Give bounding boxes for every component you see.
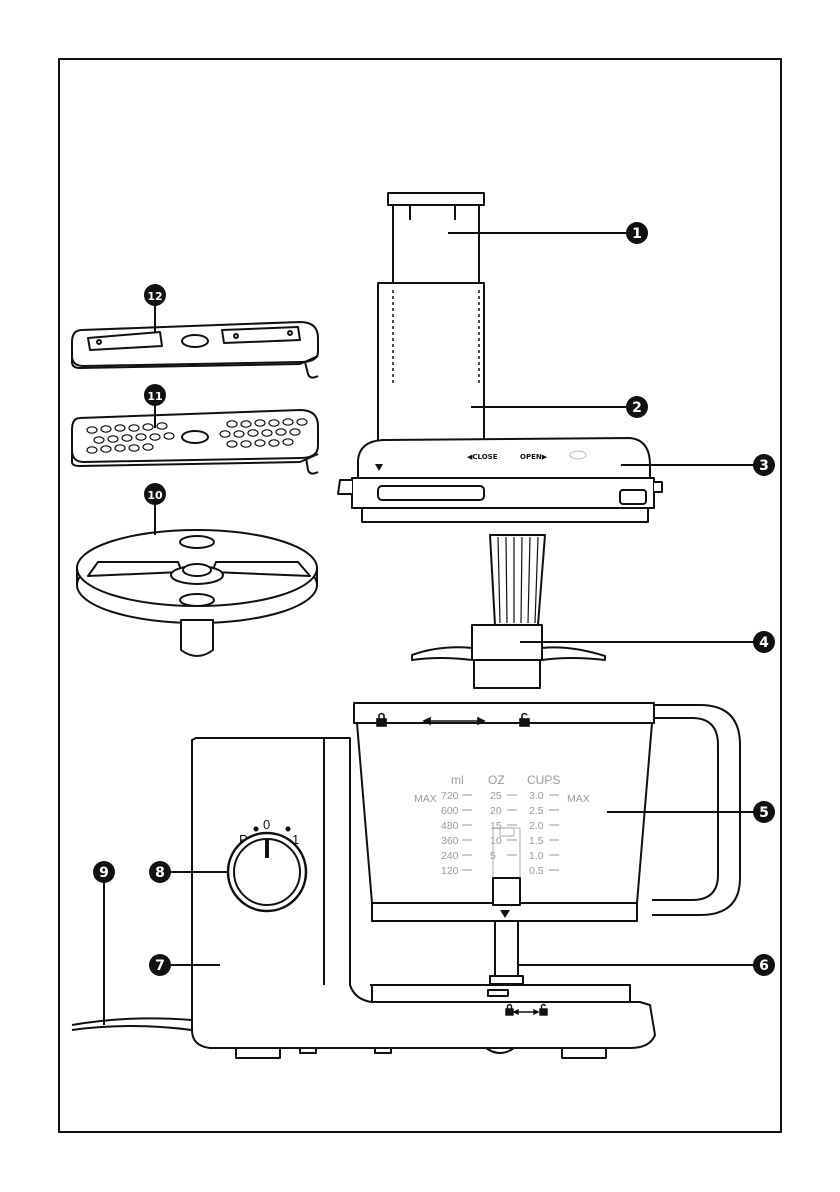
callout-9: 9 <box>93 861 115 883</box>
scale-oz-0: 25 <box>490 790 502 802</box>
callout-10: 10 <box>144 483 166 505</box>
scale-oz-4: 5 <box>490 850 496 862</box>
svg-text:5: 5 <box>759 805 769 821</box>
chopping-blade <box>412 535 605 688</box>
scale-oz-3: 10 <box>490 835 502 847</box>
scale-header-ml: ml <box>451 773 464 787</box>
callout-6: 6 <box>753 954 775 976</box>
lid-open-label: OPEN▶ <box>520 453 548 461</box>
svg-text:7: 7 <box>155 958 165 974</box>
scale-cups-4: 1.0 <box>529 850 544 862</box>
callout-4: 4 <box>753 631 775 653</box>
callout-11: 11 <box>144 384 166 406</box>
scale-oz-1: 20 <box>490 805 502 817</box>
scale-ml-3: 360 <box>441 835 459 847</box>
svg-text:1: 1 <box>632 226 642 242</box>
callout-12: 12 <box>144 284 166 306</box>
scale-max-left: MAX <box>414 793 437 805</box>
slicing-insert <box>72 322 318 378</box>
slicing-disc <box>77 530 317 656</box>
scale-cups-0: 3.0 <box>529 790 544 802</box>
scale-ml-4: 240 <box>441 850 459 862</box>
callout-8: 8 <box>149 861 171 883</box>
spindle <box>490 878 523 984</box>
svg-text:10: 10 <box>147 489 163 502</box>
lid-close-label: ◀CLOSE <box>467 453 498 461</box>
callout-5: 5 <box>753 801 775 823</box>
scale-header-oz: OZ <box>488 773 505 787</box>
scale-cups-3: 1.5 <box>529 835 544 847</box>
svg-text:3: 3 <box>759 458 769 474</box>
scale-max-right: MAX <box>567 793 590 805</box>
callout-3: 3 <box>753 454 775 476</box>
scale-cups-1: 2.5 <box>529 805 544 817</box>
scale-ml-0: 720 <box>441 790 459 802</box>
lid <box>338 438 662 522</box>
scale-oz-2: 15 <box>490 820 502 832</box>
svg-text:8: 8 <box>155 865 165 881</box>
power-cord <box>72 1018 192 1030</box>
svg-text:9: 9 <box>99 865 109 881</box>
feed-tube <box>378 283 484 448</box>
scale-ml-5: 120 <box>441 865 459 877</box>
scale-ml-2: 480 <box>441 820 459 832</box>
svg-text:2: 2 <box>632 400 642 416</box>
callout-1: 1 <box>626 222 648 244</box>
svg-text:4: 4 <box>759 635 769 651</box>
callout-2: 2 <box>626 396 648 418</box>
svg-text:6: 6 <box>759 958 769 974</box>
svg-text:12: 12 <box>147 290 162 303</box>
dial-label-p: P <box>239 832 248 847</box>
svg-text:11: 11 <box>147 390 162 403</box>
callout-7: 7 <box>149 954 171 976</box>
scale-header-cups: CUPS <box>527 773 560 787</box>
dial-label-zero: 0 <box>263 817 270 832</box>
scale-ml-1: 600 <box>441 805 459 817</box>
grating-disc <box>72 410 318 474</box>
scale-cups-5: 0.5 <box>529 865 544 877</box>
scale-cups-2: 2.0 <box>529 820 544 832</box>
dial-label-one: 1 <box>292 832 299 847</box>
